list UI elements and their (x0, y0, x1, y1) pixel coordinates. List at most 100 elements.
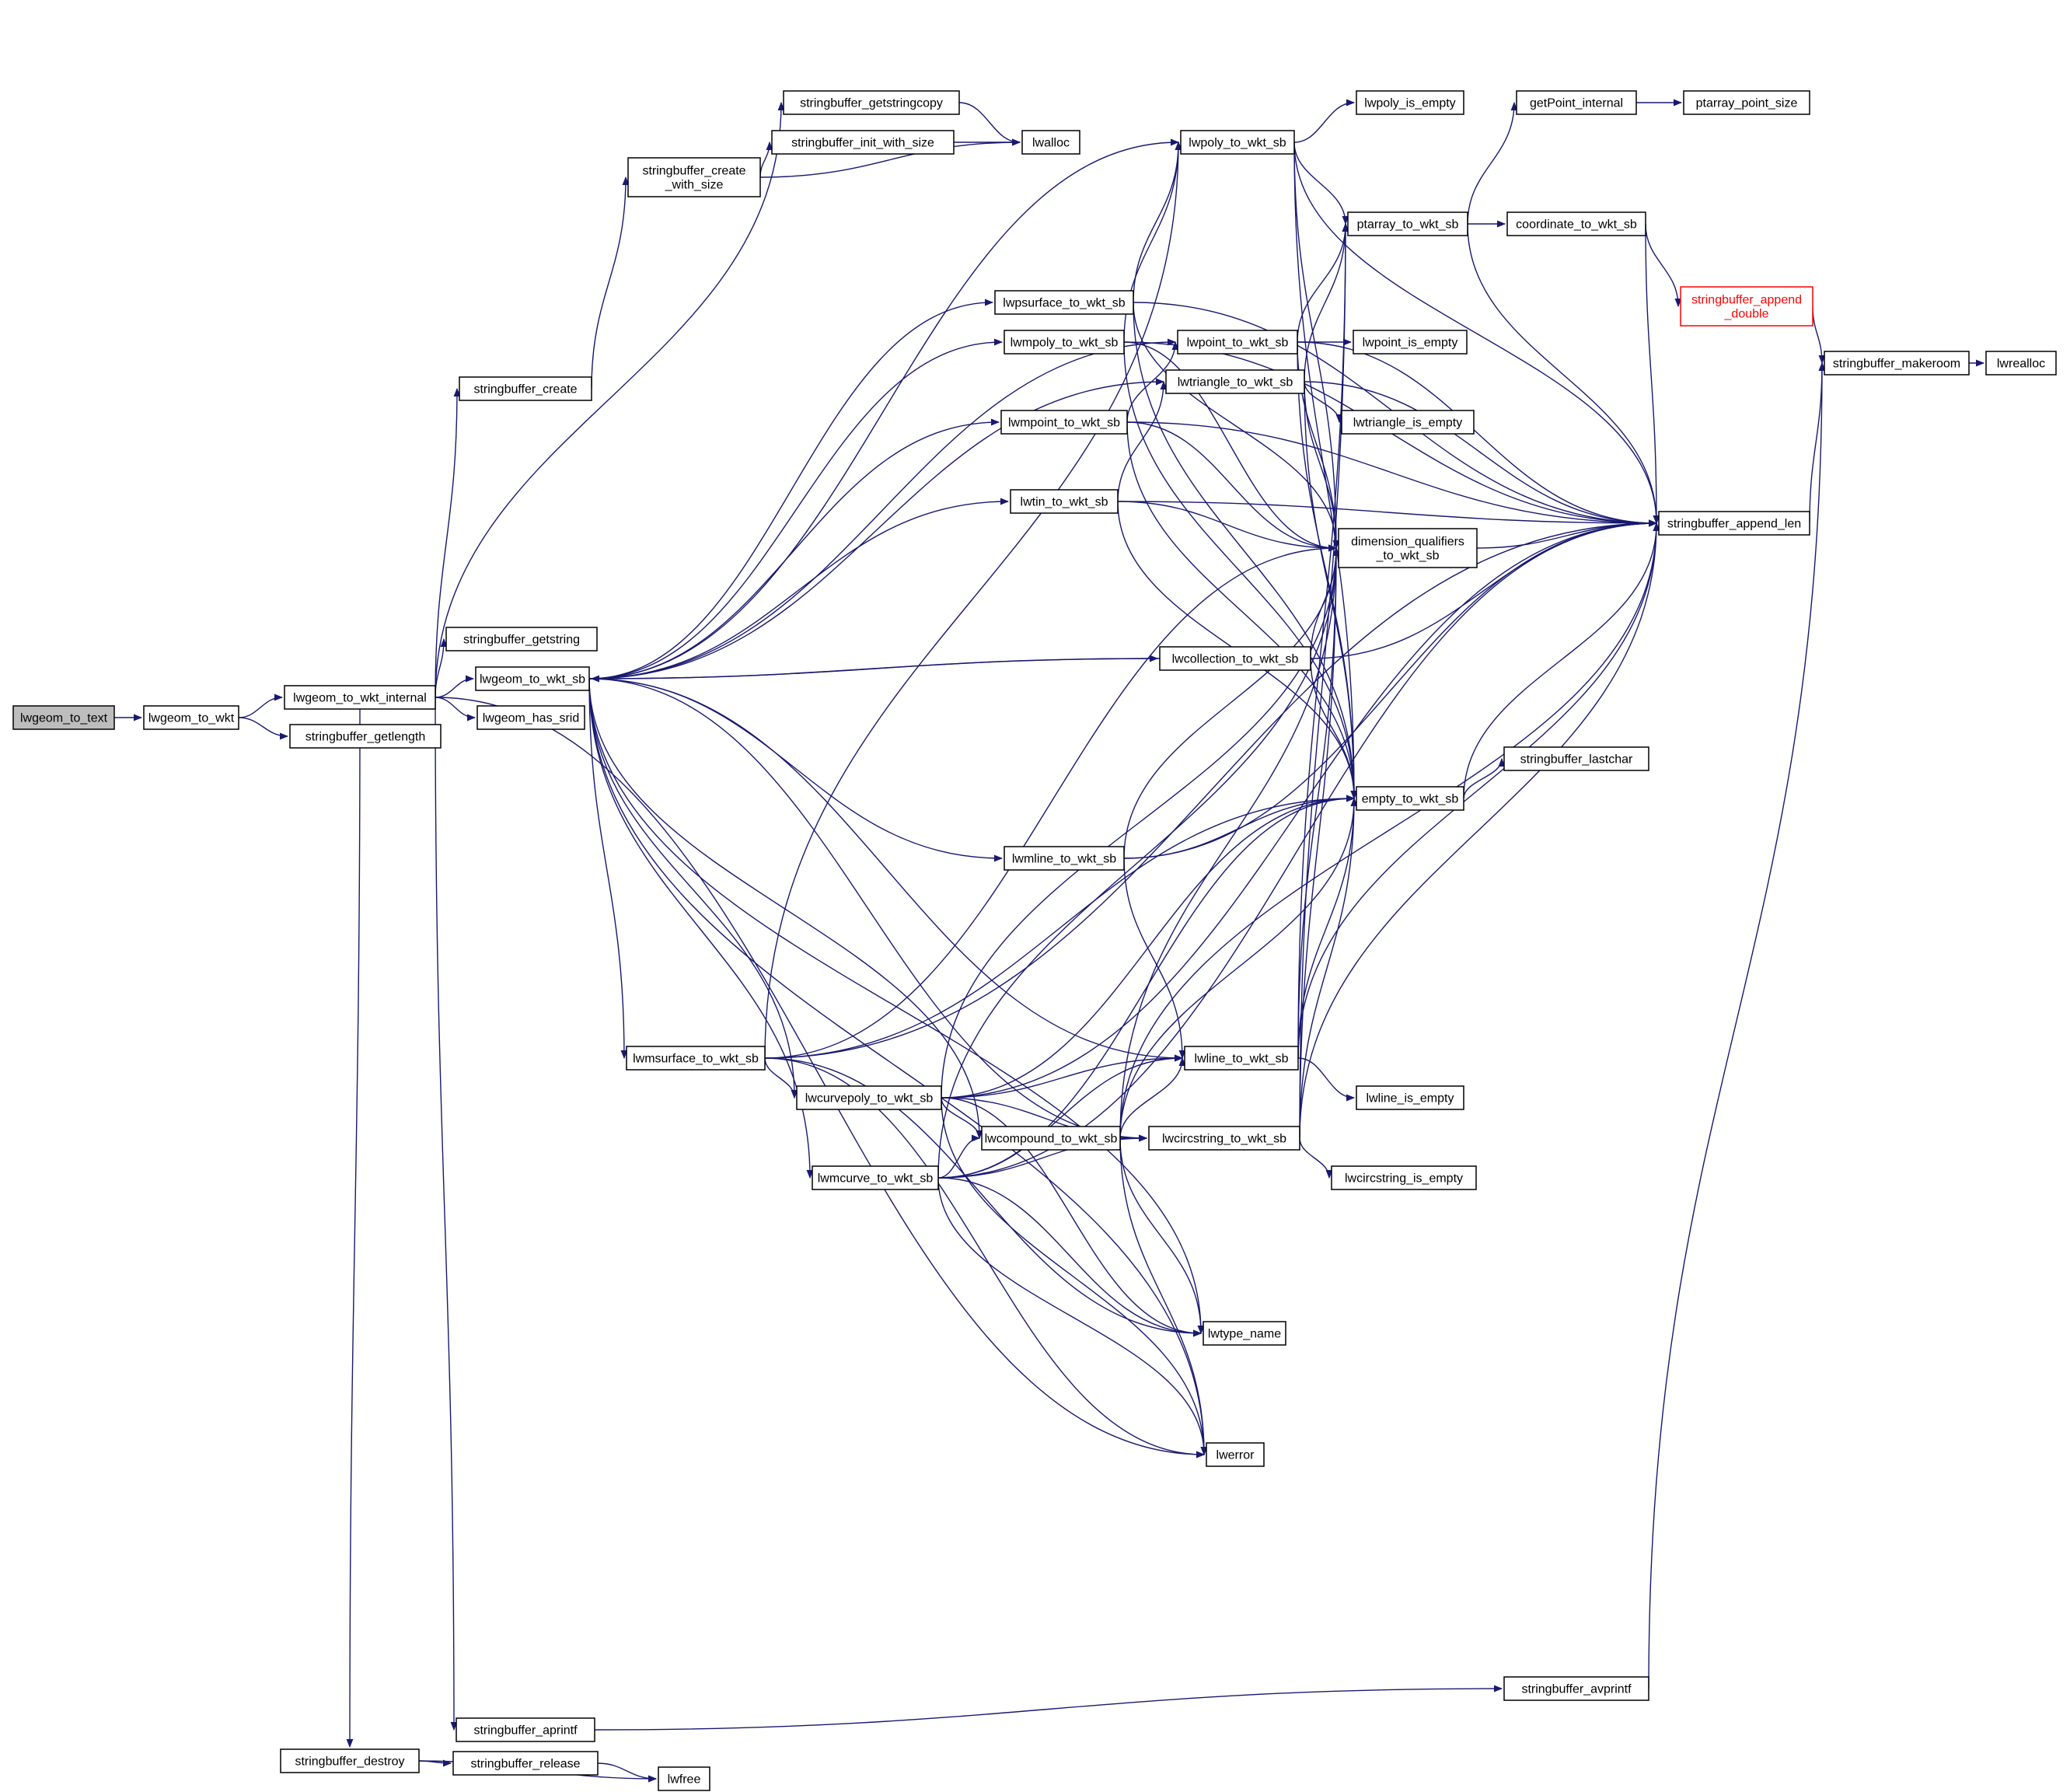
node-box-lwtriangle_is_empty[interactable] (1341, 410, 1475, 435)
node-box-stringbuffer_getstringcopy[interactable] (783, 90, 960, 115)
node-lwpoint_to_wkt_sb[interactable]: lwpoint_to_wkt_sb (1177, 330, 1298, 355)
node-empty_to_wkt_sb[interactable]: empty_to_wkt_sb (1356, 786, 1464, 811)
node-lwtriangle_is_empty[interactable]: lwtriangle_is_empty (1341, 410, 1475, 435)
node-box-ptarray_to_wkt_sb[interactable] (1347, 211, 1468, 236)
node-dimension_qualifiers_to_wkt_sb[interactable]: dimension_qualifiers_to_wkt_sb (1338, 528, 1478, 568)
node-box-lwpoly_is_empty[interactable] (1356, 90, 1464, 115)
node-lwerror[interactable]: lwerror (1206, 1442, 1265, 1467)
node-box-ptarray_point_size[interactable] (1683, 90, 1810, 115)
node-lwcurvepoly_to_wkt_sb[interactable]: lwcurvepoly_to_wkt_sb (796, 1085, 942, 1110)
node-box-lwcollection_to_wkt_sb[interactable] (1159, 646, 1311, 671)
node-lwline_to_wkt_sb[interactable]: lwline_to_wkt_sb (1184, 1046, 1299, 1071)
node-box-lwgeom_to_wkt[interactable] (143, 705, 239, 730)
node-lwgeom_to_wkt_sb[interactable]: lwgeom_to_wkt_sb (475, 666, 590, 691)
node-box-lwgeom_to_text[interactable] (12, 705, 115, 730)
node-stringbuffer_getlength[interactable]: stringbuffer_getlength (289, 724, 442, 749)
node-lwgeom_to_wkt_internal[interactable]: lwgeom_to_wkt_internal (284, 685, 436, 710)
node-box-lwgeom_has_srid[interactable] (476, 705, 585, 730)
node-stringbuffer_create[interactable]: stringbuffer_create (459, 376, 592, 401)
node-box-lwerror[interactable] (1206, 1442, 1265, 1467)
node-stringbuffer_release[interactable]: stringbuffer_release (452, 1751, 599, 1776)
node-lwcompound_to_wkt_sb[interactable]: lwcompound_to_wkt_sb (981, 1126, 1121, 1151)
node-lwalloc[interactable]: lwalloc (1021, 130, 1080, 155)
node-box-lwline_is_empty[interactable] (1356, 1085, 1464, 1110)
node-box-lwcompound_to_wkt_sb[interactable] (981, 1126, 1121, 1151)
node-lwgeom_to_text[interactable]: lwgeom_to_text (12, 705, 115, 730)
node-lwcollection_to_wkt_sb[interactable]: lwcollection_to_wkt_sb (1159, 646, 1311, 671)
node-lwmcurve_to_wkt_sb[interactable]: lwmcurve_to_wkt_sb (812, 1165, 939, 1190)
node-box-stringbuffer_makeroom[interactable] (1824, 351, 1970, 376)
node-box-lwcircstring_to_wkt_sb[interactable] (1148, 1126, 1300, 1151)
node-box-lwmline_to_wkt_sb[interactable] (1004, 846, 1125, 871)
node-box-lwmcurve_to_wkt_sb[interactable] (812, 1165, 939, 1190)
node-box-stringbuffer_getlength[interactable] (289, 724, 442, 749)
node-box-lwtin_to_wkt_sb[interactable] (1010, 489, 1119, 514)
node-lwcircstring_to_wkt_sb[interactable]: lwcircstring_to_wkt_sb (1148, 1126, 1300, 1151)
node-box-stringbuffer_append_len[interactable] (1658, 511, 1810, 536)
node-lwgeom_to_wkt[interactable]: lwgeom_to_wkt (143, 705, 239, 730)
node-lwtin_to_wkt_sb[interactable]: lwtin_to_wkt_sb (1010, 489, 1119, 514)
node-box-lwtriangle_to_wkt_sb[interactable] (1165, 369, 1305, 394)
node-box-lwtype_name[interactable] (1203, 1321, 1286, 1346)
node-stringbuffer_init_with_size[interactable]: stringbuffer_init_with_size (771, 130, 955, 155)
node-stringbuffer_lastchar[interactable]: stringbuffer_lastchar (1503, 746, 1649, 771)
node-box-empty_to_wkt_sb[interactable] (1356, 786, 1464, 811)
node-box-stringbuffer_release[interactable] (452, 1751, 599, 1776)
node-box-dimension_qualifiers_to_wkt_sb[interactable] (1338, 528, 1478, 568)
node-lwtype_name[interactable]: lwtype_name (1203, 1321, 1286, 1346)
node-box-lwcurvepoly_to_wkt_sb[interactable] (796, 1085, 942, 1110)
node-box-stringbuffer_destroy[interactable] (280, 1748, 420, 1773)
node-box-stringbuffer_aprintf[interactable] (456, 1717, 595, 1742)
node-lwfree[interactable]: lwfree (658, 1766, 710, 1791)
node-box-stringbuffer_getstring[interactable] (445, 627, 598, 651)
node-box-lwrealloc[interactable] (1985, 351, 2057, 376)
node-box-stringbuffer_init_with_size[interactable] (771, 130, 955, 155)
node-getPoint_internal[interactable]: getPoint_internal (1516, 90, 1637, 115)
node-stringbuffer_avprintf[interactable]: stringbuffer_avprintf (1503, 1676, 1649, 1701)
node-box-stringbuffer_create_with_size[interactable] (627, 157, 761, 197)
node-lwline_is_empty[interactable]: lwline_is_empty (1356, 1085, 1464, 1110)
node-box-getPoint_internal[interactable] (1516, 90, 1637, 115)
node-stringbuffer_aprintf[interactable]: stringbuffer_aprintf (456, 1717, 595, 1742)
node-box-lwgeom_to_wkt_internal[interactable] (284, 685, 436, 710)
node-stringbuffer_makeroom[interactable]: stringbuffer_makeroom (1824, 351, 1970, 376)
node-box-lwpsurface_to_wkt_sb[interactable] (994, 290, 1134, 315)
node-lwpoint_is_empty[interactable]: lwpoint_is_empty (1353, 330, 1468, 355)
node-box-coordinate_to_wkt_sb[interactable] (1506, 211, 1646, 236)
node-stringbuffer_getstringcopy[interactable]: stringbuffer_getstringcopy (783, 90, 960, 115)
node-ptarray_point_size[interactable]: ptarray_point_size (1683, 90, 1810, 115)
node-stringbuffer_append_len[interactable]: stringbuffer_append_len (1658, 511, 1810, 536)
node-lwtriangle_to_wkt_sb[interactable]: lwtriangle_to_wkt_sb (1165, 369, 1305, 394)
node-lwrealloc[interactable]: lwrealloc (1985, 351, 2057, 376)
node-box-stringbuffer_create[interactable] (459, 376, 592, 401)
node-lwpsurface_to_wkt_sb[interactable]: lwpsurface_to_wkt_sb (994, 290, 1134, 315)
node-box-lwgeom_to_wkt_sb[interactable] (475, 666, 590, 691)
node-lwgeom_has_srid[interactable]: lwgeom_has_srid (476, 705, 585, 730)
node-box-stringbuffer_avprintf[interactable] (1503, 1676, 1649, 1701)
node-stringbuffer_destroy[interactable]: stringbuffer_destroy (280, 1748, 420, 1773)
node-lwmpoly_to_wkt_sb[interactable]: lwmpoly_to_wkt_sb (1004, 330, 1125, 355)
node-box-lwpoly_to_wkt_sb[interactable] (1180, 130, 1295, 155)
node-lwmpoint_to_wkt_sb[interactable]: lwmpoint_to_wkt_sb (1000, 410, 1128, 435)
node-box-stringbuffer_lastchar[interactable] (1503, 746, 1649, 771)
node-box-lwmpoly_to_wkt_sb[interactable] (1004, 330, 1125, 355)
node-box-lwmpoint_to_wkt_sb[interactable] (1000, 410, 1128, 435)
node-box-lwcircstring_is_empty[interactable] (1331, 1165, 1477, 1190)
node-ptarray_to_wkt_sb[interactable]: ptarray_to_wkt_sb (1347, 211, 1468, 236)
node-coordinate_to_wkt_sb[interactable]: coordinate_to_wkt_sb (1506, 211, 1646, 236)
node-lwmline_to_wkt_sb[interactable]: lwmline_to_wkt_sb (1004, 846, 1125, 871)
node-stringbuffer_append_double[interactable]: stringbuffer_append_double (1680, 286, 1813, 327)
node-box-lwline_to_wkt_sb[interactable] (1184, 1046, 1299, 1071)
node-lwpoly_is_empty[interactable]: lwpoly_is_empty (1356, 90, 1464, 115)
node-stringbuffer_create_with_size[interactable]: stringbuffer_create_with_size (627, 157, 761, 197)
node-box-lwpoint_to_wkt_sb[interactable] (1177, 330, 1298, 355)
node-lwcircstring_is_empty[interactable]: lwcircstring_is_empty (1331, 1165, 1477, 1190)
node-box-lwmsurface_to_wkt_sb[interactable] (626, 1046, 766, 1071)
node-lwpoly_to_wkt_sb[interactable]: lwpoly_to_wkt_sb (1180, 130, 1295, 155)
node-box-lwpoint_is_empty[interactable] (1353, 330, 1468, 355)
node-box-lwalloc[interactable] (1021, 130, 1080, 155)
node-box-lwfree[interactable] (658, 1766, 710, 1791)
node-lwmsurface_to_wkt_sb[interactable]: lwmsurface_to_wkt_sb (626, 1046, 766, 1071)
node-box-stringbuffer_append_double[interactable] (1680, 286, 1813, 327)
node-stringbuffer_getstring[interactable]: stringbuffer_getstring (445, 627, 598, 651)
